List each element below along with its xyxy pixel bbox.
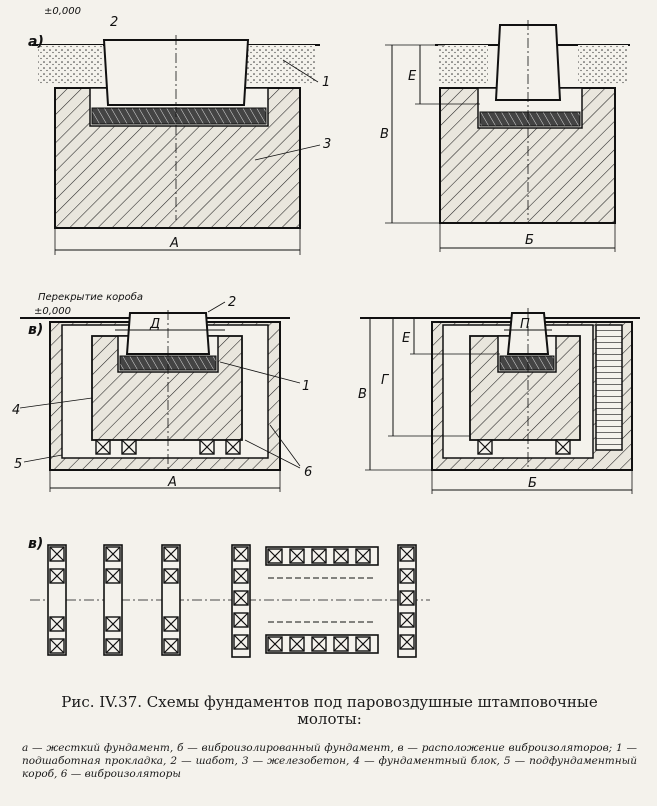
zero-level-mid: ±0,000 xyxy=(34,306,71,317)
label-pad-1: 1 xyxy=(322,75,330,90)
dim-g-mid: Г xyxy=(381,373,390,388)
dim-d: Д xyxy=(149,317,160,332)
dim-b-mid: Б xyxy=(528,476,537,491)
figure-legend: а — жесткий фундамент, б — виброизолиров… xyxy=(22,742,637,780)
isolator-strip-2 xyxy=(103,544,123,656)
dim-e-mid: Е xyxy=(402,331,411,346)
cover-label: Перекрытие короба xyxy=(38,291,143,303)
dim-v-mid: В xyxy=(358,387,367,402)
dim-b-top: Б xyxy=(525,233,534,248)
isolator-strip-1 xyxy=(47,544,67,656)
dim-a-top: А xyxy=(169,236,179,251)
panel-mid-left xyxy=(19,301,301,492)
dim-e-top: Е xyxy=(408,69,417,84)
foundation-diagram: а) ±0,000 2 1 3 А Б В Е xyxy=(12,6,640,658)
label-concrete-3: 3 xyxy=(323,137,331,152)
isolator-strip-h2 xyxy=(265,621,379,654)
isolator-strip-4 xyxy=(231,544,251,658)
zero-level-top: ±0,000 xyxy=(44,6,81,17)
isolator-layout xyxy=(30,544,430,658)
label-isolators-6: 6 xyxy=(304,465,312,480)
panel-b-right xyxy=(385,20,630,252)
dim-v-top: В xyxy=(380,127,389,142)
label-anvil-2b: 2 xyxy=(228,295,236,310)
panel-isolators-label: в) xyxy=(28,536,43,552)
caption-line-1: Рис. IV.37. Схемы фундаментов под парово… xyxy=(61,693,598,711)
figure-caption: Рис. IV.37. Схемы фундаментов под парово… xyxy=(22,694,637,728)
panel-v-label: в) xyxy=(28,322,43,338)
panel-a-label: а) xyxy=(28,34,44,50)
caption-line-2: молоты: xyxy=(297,710,362,728)
panel-a-left xyxy=(32,35,321,255)
isolator-strip-h1 xyxy=(265,546,379,579)
dim-a-mid: А xyxy=(167,475,177,490)
label-box-5: 5 xyxy=(14,457,22,472)
label-block-4: 4 xyxy=(12,403,20,418)
panel-mid-right xyxy=(360,308,640,494)
isolator-strip-3 xyxy=(161,544,181,656)
dim-p: П xyxy=(520,317,530,332)
label-pad-1b: 1 xyxy=(302,379,310,394)
label-anvil-2: 2 xyxy=(110,15,118,30)
isolator-strip-5 xyxy=(397,544,417,658)
